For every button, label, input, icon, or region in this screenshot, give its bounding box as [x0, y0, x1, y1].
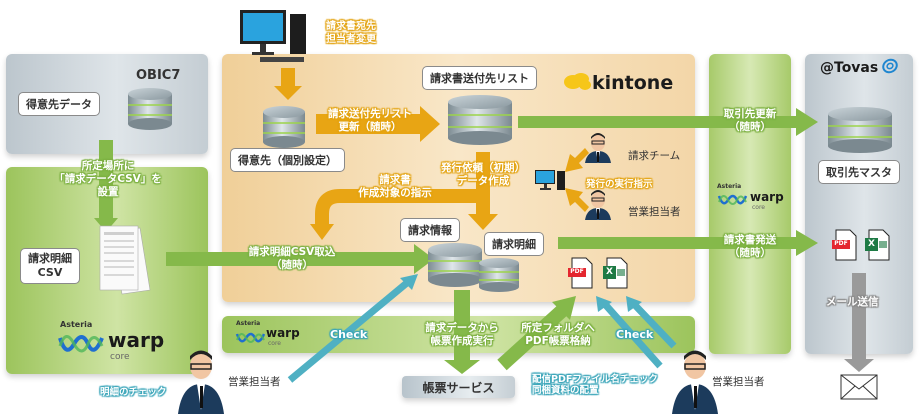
person-sales-right-icon: [672, 350, 718, 414]
csv-document-icon: [99, 225, 151, 295]
database-obic-icon: [128, 88, 172, 130]
database-sendlist-icon: [448, 95, 512, 145]
desktop-pc-icon: [240, 10, 306, 62]
obic-customer-data-callout: 得意先データ: [18, 92, 100, 116]
check-label-right: Check: [616, 328, 654, 341]
database-individual-icon: [263, 106, 305, 148]
excel-label-kintone: X: [606, 267, 613, 277]
sales-left-label: 営業担当者: [228, 376, 281, 388]
arrow-label-csv-import: 請求明細CSV取込 （随時）: [248, 246, 336, 271]
kintone-cloud-icon: [564, 73, 591, 90]
billing-team-label: 請求チーム: [628, 150, 681, 162]
arrow-issue-request: [468, 152, 498, 230]
sales-kintone-label: 営業担当者: [628, 206, 681, 218]
sendlist-callout: 請求書送付先リスト: [422, 66, 537, 90]
tovas-swirl-icon: [882, 58, 898, 74]
arrow-pc-to-individual: [274, 68, 302, 100]
warp-vendor-csv: Asteria: [60, 320, 93, 329]
exec-instruction-label: 発行の実行指示: [586, 179, 653, 190]
database-tovas-icon: [828, 107, 892, 153]
arrow-check-right-1: [596, 296, 663, 369]
arrow-label-create-form: 請求データから 帳票作成実行: [425, 322, 499, 347]
excel-file-icon-tovas: [865, 229, 890, 261]
pdf-label-tovas: PDF: [834, 240, 848, 247]
sales-right-action: 配信PDFファイル名チェック 同梱資料の配置: [532, 374, 658, 396]
obic-title: OBIC7: [136, 68, 181, 83]
sales-right-label: 営業担当者: [712, 376, 765, 388]
tovas-logo: @Tovas: [820, 60, 879, 76]
arrow-create-form: [444, 290, 480, 374]
arrow-label-place-csv: 所定場所に 「請求データCSV」を 設置: [54, 160, 162, 198]
pdf-file-icon-kintone: [568, 257, 593, 289]
database-invoice-info-icon: [428, 243, 482, 287]
arrow-sales-to-pc: [565, 188, 589, 212]
excel-file-icon-kintone: [603, 257, 628, 289]
csv-callout: 請求明細 CSV: [20, 248, 80, 284]
invoice-info-callout: 請求情報: [400, 218, 460, 242]
warp-logo-icon-bar: [235, 332, 266, 343]
person-sales-kintone-icon: [585, 190, 611, 220]
small-pc-icon: [535, 170, 565, 190]
arrow-invoice-send: [558, 230, 818, 256]
arrow-store-pdf: [497, 296, 576, 371]
pc-change-label: 請求書宛先 担当者変更: [326, 21, 376, 45]
arrow-label-list-update: 請求送付先リスト 更新（随時）: [328, 108, 412, 133]
arrow-mail-send: [844, 273, 874, 372]
arrow-check-right-2: [626, 296, 677, 349]
arrow-label-partner-update: 取引先更新 （随時）: [723, 108, 777, 133]
warp-sub-csv: core: [110, 352, 130, 362]
partner-master-callout: 取引先マスタ: [818, 160, 900, 184]
excel-label-tovas: X: [868, 239, 875, 249]
arrow-target-instruction: [310, 189, 476, 240]
arrow-label-target-instruction: 請求書 作成対象の指示: [358, 174, 432, 199]
arrow-check-left: [287, 274, 418, 383]
warp-logo-icon-middle: [717, 194, 748, 205]
envelope-icon: [840, 374, 878, 400]
person-sales-left-icon: [178, 350, 224, 414]
arrow-label-invoice-send: 請求書発送 （随時）: [723, 234, 777, 259]
individual-setting-callout: 得意先（個別設定）: [230, 148, 345, 172]
warp-name-csv: warp: [108, 328, 165, 352]
arrow-partner-update: [518, 108, 818, 136]
warp-sub-bar: core: [268, 340, 281, 347]
check-label-left: Check: [330, 328, 368, 341]
arrow-obic-to-csv: [94, 140, 118, 232]
warp-logo-icon-csv: [58, 335, 104, 353]
sales-left-action: 明細のチェック: [100, 387, 167, 398]
arrow-csv-import: [166, 244, 434, 274]
arrow-label-issue-request: 発行依頼（初期） データ作成: [441, 162, 525, 187]
arrow-label-mail-send: メール送信: [826, 296, 879, 308]
pdf-file-icon-tovas: [832, 229, 857, 261]
database-invoice-detail-icon: [479, 258, 519, 292]
kintone-logo: kintone: [592, 72, 674, 94]
form-service-label: 帳票サービス: [422, 381, 495, 395]
arrow-billing-team-to-pc: [565, 148, 589, 172]
form-service-box: [402, 376, 515, 398]
invoice-detail-callout: 請求明細: [484, 232, 544, 256]
warp-name-bar: warp: [266, 326, 300, 340]
arrow-list-update: [316, 106, 440, 142]
person-billing-team-icon: [585, 133, 611, 163]
arrow-label-store-pdf: 所定フォルダへ PDF帳票格納: [521, 322, 595, 347]
warp-vendor-middle: Asteria: [717, 183, 742, 190]
warp-name-middle: warp: [750, 190, 784, 204]
warp-vendor-bar: Asteria: [236, 320, 261, 327]
warp-sub-middle: core: [752, 204, 765, 211]
pdf-label-kintone: PDF: [570, 268, 584, 275]
